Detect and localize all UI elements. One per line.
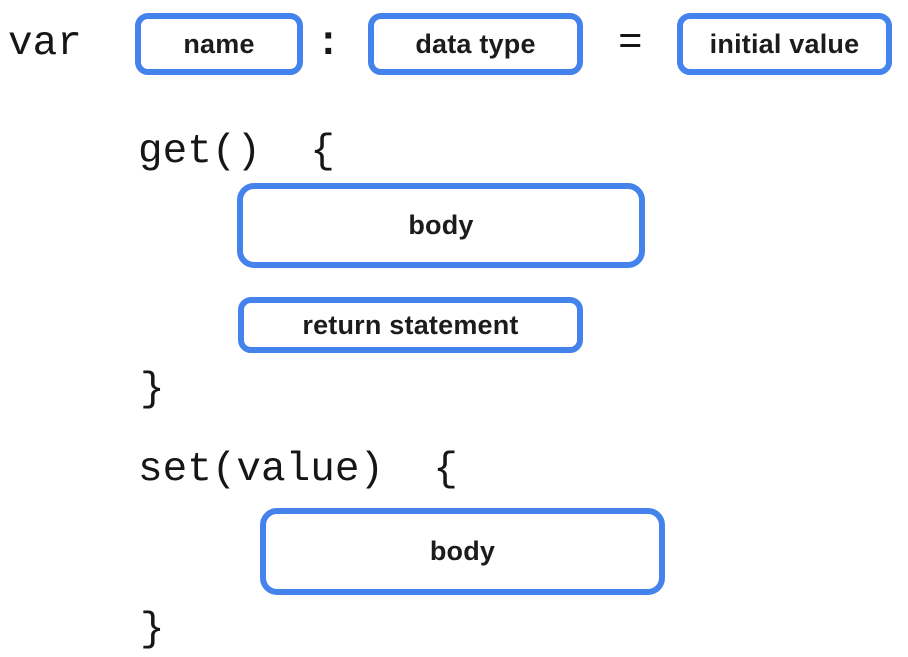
name-box: name [135, 13, 303, 75]
data-type-box: data type [368, 13, 583, 75]
setter-signature: set(value) { [138, 447, 458, 493]
initial-value-box-label: initial value [709, 28, 860, 59]
equals-sign: = [618, 21, 643, 67]
getter-closing-brace: } [140, 367, 165, 413]
setter-body-box: body [260, 508, 665, 595]
var-keyword: var [8, 21, 82, 67]
getter-signature: get() { [138, 129, 335, 175]
data-type-box-label: data type [415, 28, 536, 59]
getter-body-label: body [408, 210, 474, 240]
return-statement-box: return statement [238, 297, 583, 353]
return-statement-label: return statement [302, 309, 519, 340]
setter-body-label: body [429, 536, 496, 566]
initial-value-box: initial value [677, 13, 892, 75]
getter-body-box: body [237, 183, 645, 268]
colon-separator: : [316, 21, 341, 67]
name-box-label: name [183, 28, 255, 59]
setter-closing-brace: } [140, 607, 165, 653]
